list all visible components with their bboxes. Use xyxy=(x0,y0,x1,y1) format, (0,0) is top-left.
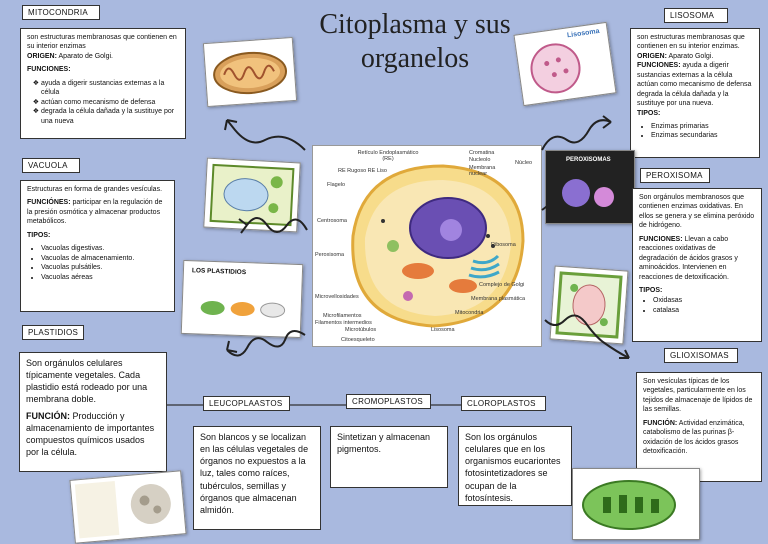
leucoplastos-image xyxy=(69,470,187,544)
vacuola-tipo-item: Vacuolas pulsátiles. xyxy=(41,263,168,272)
lisosoma-label: LISOSOMA xyxy=(664,8,728,23)
cell-label-membrana-nuclear: Membrana nuclear xyxy=(469,165,496,177)
mitocondria-desc: son estructuras membranosas que contiene… xyxy=(27,34,177,51)
lisosoma-box: son estructuras membranosas que contiene… xyxy=(630,28,760,158)
plastidios-label: PLASTIDIOS xyxy=(22,325,84,340)
vacuola-tipos-label: TIPOS: xyxy=(27,231,51,239)
plastidios-desc: Son orgánulos celulares típicamente vege… xyxy=(26,358,148,405)
peroxisoma-funciones-label: FUNCIONES: xyxy=(639,235,683,243)
lisosoma-image: Lisosoma xyxy=(513,21,617,107)
mitocondria-label: MITOCONDRIA xyxy=(22,5,100,20)
peroxisoma-label: PEROXISOMA xyxy=(640,168,710,183)
mitocondria-funcion-item: ayuda a digerir sustancias externas a la… xyxy=(41,79,179,98)
cromoplastos-box: Sintetizan y almacenan pigmentos. xyxy=(330,426,448,488)
cell-label-peroxisoma: Peroxisoma xyxy=(315,252,345,258)
title-line-1: Citoplasma y sus xyxy=(319,9,511,40)
peroxisoma-tipo-item: catalasa xyxy=(653,306,755,315)
lisosoma-tipos-label: TIPOS: xyxy=(637,109,661,117)
cell-label-citoesqueleto: Citoesqueleto xyxy=(341,337,375,343)
glioxisomas-funcion-label: FUNCIÓN: xyxy=(643,419,678,427)
glioxisomas-box: Son vesículas típicas de los vegetales, … xyxy=(636,372,762,482)
mitocondria-image xyxy=(202,36,298,108)
vacuola-tipo-item: Vacuolas de almacenamiento. xyxy=(41,254,168,263)
plastidios-box: Son orgánulos celulares típicamente vege… xyxy=(19,352,167,472)
vacuola-funciones-value: participar en la regulación de la presió… xyxy=(27,199,163,226)
leucoplastos-box: Son blancos y se localizan en las célula… xyxy=(193,426,321,530)
cell-label-microtubulos: Microtúbulos xyxy=(345,327,377,333)
vacuola-label: VACUOLA xyxy=(22,158,80,173)
lisosoma-desc: son estructuras membranosas que contiene… xyxy=(637,34,745,51)
mitocondria-funciones-label: FUNCIONES: xyxy=(27,66,71,74)
cell-label-lisosoma: Lisosoma xyxy=(431,327,455,333)
peroxisoma-box: Son orgánulos membranosos que contienen … xyxy=(632,188,762,342)
mitocondria-box: son estructuras membranosas que contiene… xyxy=(20,28,186,139)
cell-label-microvellosidades: Microvellosidades xyxy=(315,294,359,300)
cell-label-centrosoma: Centrosoma xyxy=(317,218,347,224)
cell-label-mitocondria: Mitocondria xyxy=(455,310,484,316)
plastidios-image: LOS PLASTIDIOS xyxy=(180,259,304,339)
glioxisomas-label: GLIOXISOMAS xyxy=(664,348,738,363)
cloroplastos-box: Son los orgánulos celulares que en los o… xyxy=(458,426,572,506)
lisosoma-origen-label: ORIGEN: xyxy=(637,52,667,60)
peroxisoma-funciones-value: Llevan a cabo reacciones oxidativas de d… xyxy=(639,235,738,281)
page-title: Citoplasma y sus organelos xyxy=(300,8,530,75)
peroxisoma-tipo-item: Oxidasas xyxy=(653,296,755,305)
cell-label-nucleo: Núcleo xyxy=(515,160,533,166)
glioxisoma-image xyxy=(549,265,629,345)
lisosoma-origen-value: Aparato Golgi. xyxy=(668,52,714,60)
vacuola-image xyxy=(203,157,301,233)
vacuola-tipo-item: Vacuolas digestivas. xyxy=(41,244,168,253)
leucoplastos-desc: Son blancos y se localizan en las célula… xyxy=(200,432,309,515)
vacuola-tipo-item: Vacuolas aéreas xyxy=(41,273,168,282)
cell-label-reticulo: Retículo Endoplasmático (RE) xyxy=(357,150,419,162)
title-line-2: organelos xyxy=(360,42,470,74)
cloroplastos-desc: Son los orgánulos celulares que en los o… xyxy=(465,432,561,503)
glioxisomas-desc: Son vesículas típicas de los vegetales, … xyxy=(643,378,753,414)
vacuola-box: Estructuras en forma de grandes vesícula… xyxy=(20,180,175,312)
cell-label-cromatina: Cromatina xyxy=(469,150,495,156)
cloroplasto-image xyxy=(572,468,700,540)
lisosoma-funciones-value: ayuda a digerir sustancias externas a la… xyxy=(637,62,752,108)
cell-label-filamentos: Filamentos intermedios xyxy=(315,320,372,326)
lisosoma-funciones-label: FUNCIONES: xyxy=(637,62,681,70)
vacuola-funciones-label: FUNCIÓNES: xyxy=(27,199,71,207)
mitocondria-origen-label: ORIGEN: xyxy=(27,52,57,60)
cell-label-ribosoma: Ribosoma xyxy=(491,242,516,248)
lisosoma-tipo-item: Enzimas primarias xyxy=(651,122,753,131)
mitocondria-funcion-item: actúan como mecanismo de defensa xyxy=(41,98,179,107)
mitocondria-funcion-item: degrada la célula dañada y la sustituye … xyxy=(41,107,179,126)
cell-label-golgi: Complejo de Golgi xyxy=(479,282,525,288)
peroxisoma-image: PEROXISOMAS xyxy=(545,150,635,224)
animal-cell-diagram: Retículo Endoplasmático (RE) RE Rugoso R… xyxy=(312,145,542,347)
plastidios-funcion-label: FUNCIÓN: xyxy=(26,410,70,421)
cell-label-flagelo: Flagelo xyxy=(327,182,346,188)
peroxisoma-tipos-label: TIPOS: xyxy=(639,286,663,294)
cloroplastos-label: CLOROPLASTOS xyxy=(461,396,546,411)
vacuola-desc: Estructuras en forma de grandes vesícula… xyxy=(27,186,163,193)
peroxisoma-desc: Son orgánulos membranosos que contienen … xyxy=(639,194,755,230)
plastidios-funcion-value: Producción y almacenamiento de important… xyxy=(26,410,155,457)
cell-label-membrana-plasmatica: Membrana plasmática xyxy=(471,296,526,302)
leucoplastos-label: LEUCOPLAASTOS xyxy=(203,396,290,411)
cell-label-microfilamentos: Microfilamentos xyxy=(323,313,362,319)
glioxisomas-funcion-value: Actividad enzimática, catabolismo de las… xyxy=(643,419,745,456)
lisosoma-tipo-item: Enzimas secundarias xyxy=(651,131,753,140)
mitocondria-origen-value: Aparato de Golgi. xyxy=(58,52,113,60)
cromoplastos-label: CROMOPLASTOS xyxy=(346,394,431,409)
peroxisoma-image-title: PEROXISOMAS xyxy=(566,157,611,163)
cromoplastos-desc: Sintetizan y almacenan pigmentos. xyxy=(337,432,431,455)
cell-label-re: RE Rugoso RE Liso xyxy=(338,168,387,174)
cell-label-nucleolo: Nucleolo xyxy=(469,157,491,163)
